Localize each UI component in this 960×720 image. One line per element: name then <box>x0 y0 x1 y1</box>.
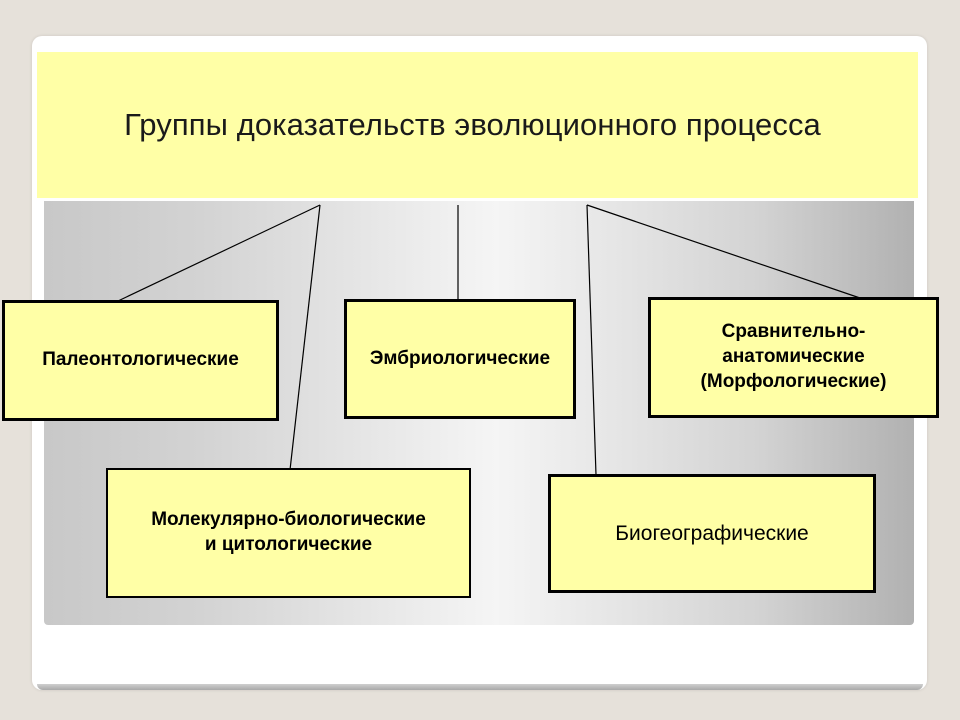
node-embryological: Эмбриологические <box>344 299 576 419</box>
title-panel: Группы доказательств эволюционного проце… <box>37 52 918 198</box>
slide-bottom-bar <box>37 684 923 690</box>
node-comparative-line1: Сравнительно- <box>721 321 866 343</box>
node-molecular-line2: и цитологические <box>204 534 373 555</box>
page-title: Группы доказательств эволюционного проце… <box>124 107 821 142</box>
node-comparative-anatomical: Сравнительно- анатомические (Морфологиче… <box>648 297 939 418</box>
node-paleontological-label: Палеонтологические <box>42 349 239 371</box>
node-biogeographical-label: Биогеографические <box>615 521 809 545</box>
node-paleontological: Палеонтологические <box>2 300 279 421</box>
node-embryological-label: Эмбриологические <box>369 347 551 369</box>
node-molecular-biological-label: Молекулярно-биологические и цитологическ… <box>151 508 426 557</box>
node-molecular-biological: Молекулярно-биологические и цитологическ… <box>106 468 471 598</box>
node-biogeographical: Биогеографические <box>548 474 876 593</box>
node-molecular-line1: Молекулярно-биологические <box>151 509 426 531</box>
node-comparative-line2: анатомические <box>722 346 865 368</box>
node-comparative-line3: (Морфологические) <box>700 370 887 392</box>
node-comparative-anatomical-label: Сравнительно- анатомические (Морфологиче… <box>701 320 887 394</box>
